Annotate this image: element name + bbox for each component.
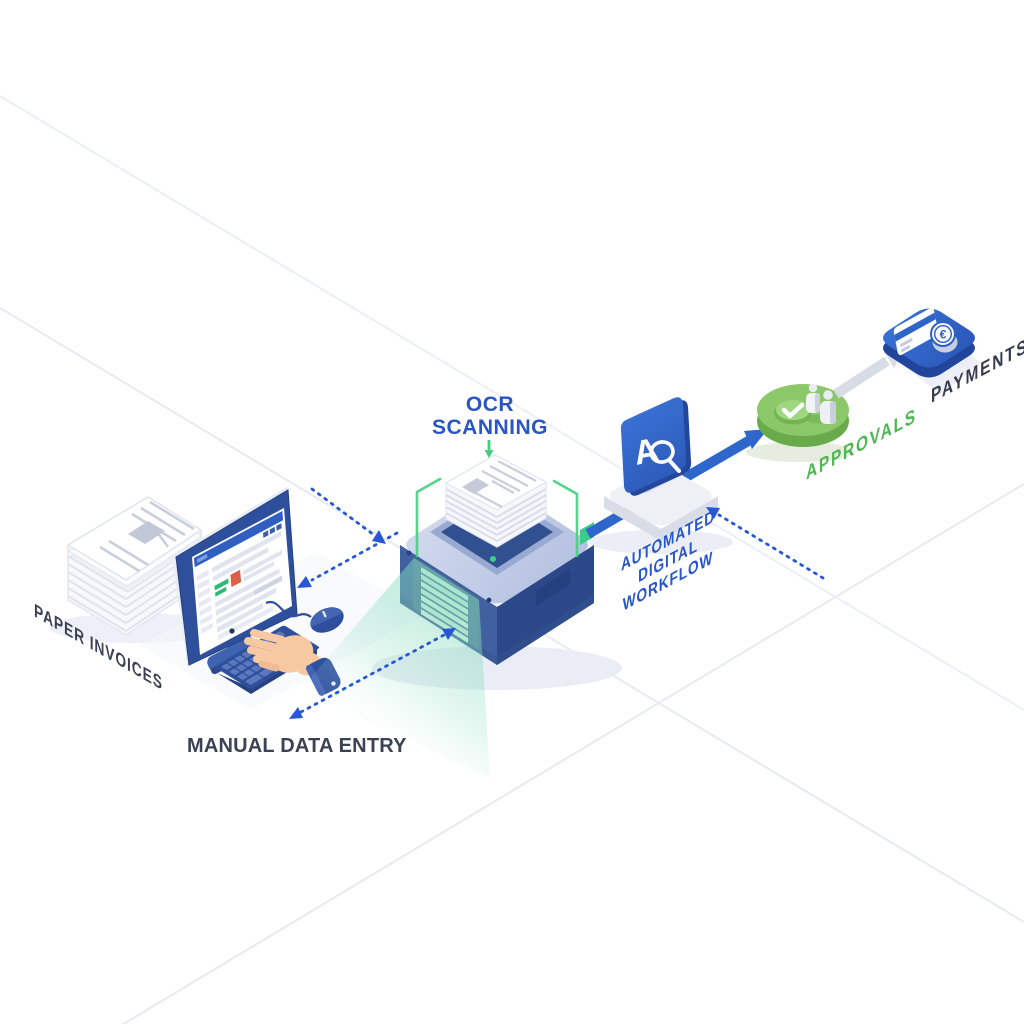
svg-text:OCR: OCR [466,393,514,416]
monitor [172,486,298,667]
ocr-app-icon: A [604,397,718,541]
dashed-arrow-manual-entry-scanner [289,628,456,719]
dashed-arrow-to-workflow [706,507,825,580]
figure-front [820,390,836,424]
mouse-icon [265,600,344,633]
credit-card-icon [893,307,939,356]
figure-back [806,383,820,413]
credit-card-payment-tile: € [883,307,975,378]
scanner-status-led [490,556,496,562]
scan-beam-icon [300,558,490,778]
document-drop-arrow-icon [484,440,494,458]
magnifier-icon [649,440,681,473]
currency-symbol: € [940,328,947,342]
scan-frame-brackets-icon [415,477,579,558]
label-ocr-scanning: OCR SCANNING [432,393,548,439]
monitor-screen-ui [193,510,284,641]
dashed-arrow-scanner-to-monitor [297,531,399,588]
svg-text:SCANNING: SCANNING [432,416,548,439]
check-icon [781,402,805,419]
ocr-app-screen: A [620,397,692,496]
dashed-arrows [289,487,825,719]
approver-figures-icon [806,383,836,424]
scanner-document-stack [444,454,548,548]
document-scanner-icon [300,440,594,778]
coin-icon: € [930,321,958,353]
paper-stack-icon [66,496,219,636]
label-manual-data-entry: MANUAL DATA ENTRY [187,735,407,757]
monitor-camera-dot [229,628,235,634]
